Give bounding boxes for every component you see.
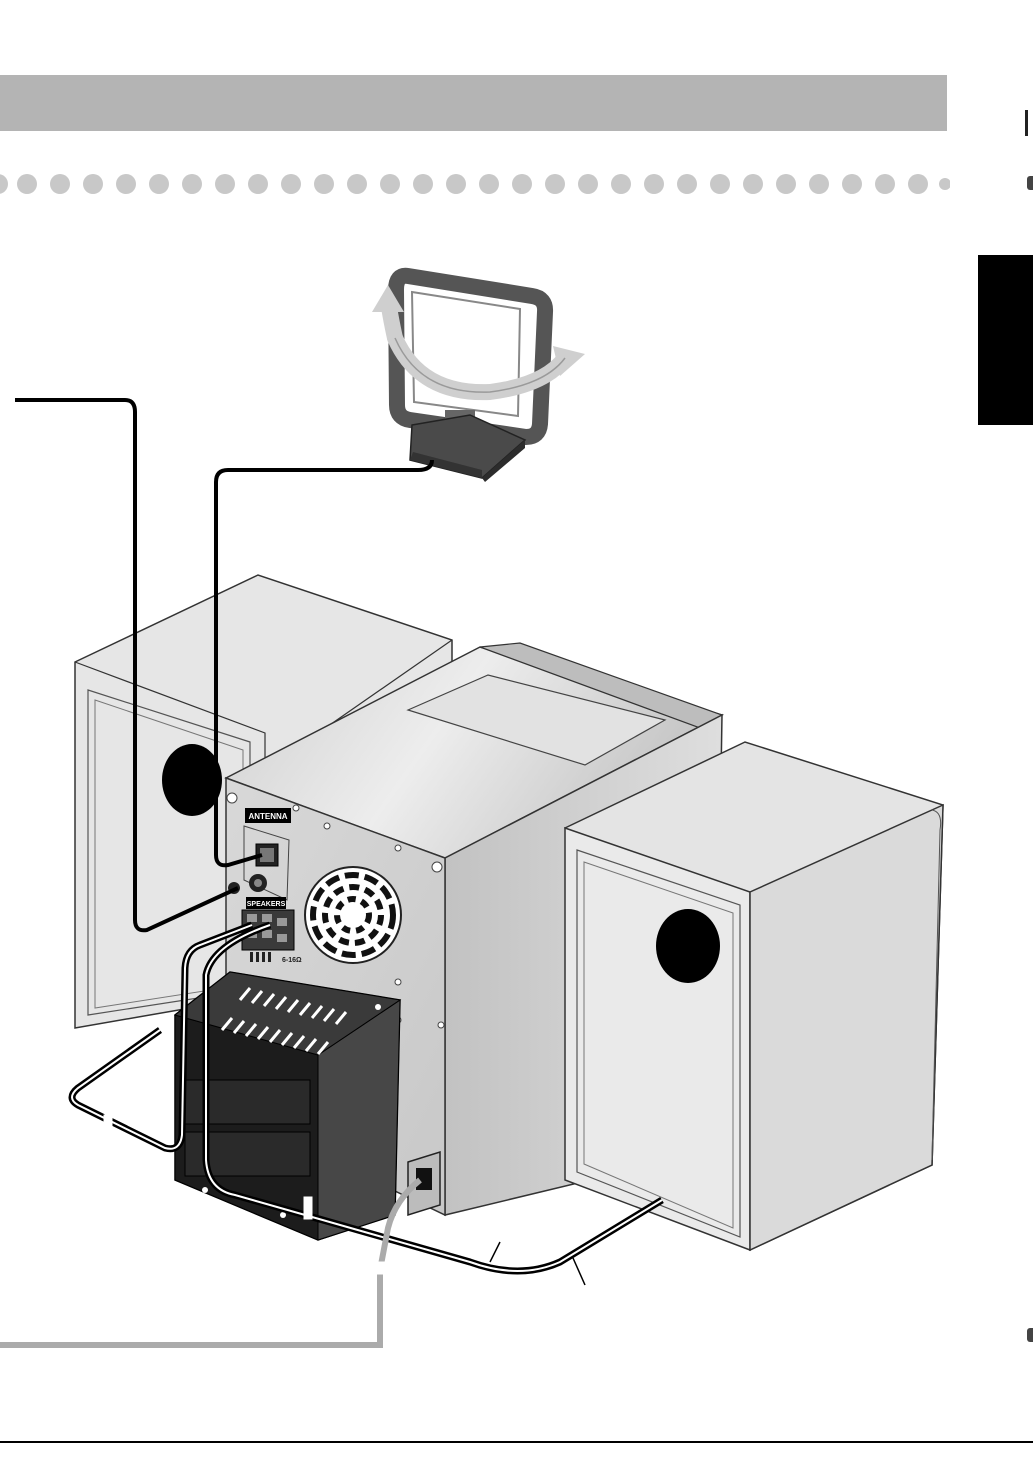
cooling-fan-icon — [305, 867, 401, 963]
antenna-label: ANTENNA — [248, 812, 287, 821]
impedance-label: 6-16Ω — [282, 957, 302, 964]
right-speaker — [565, 742, 943, 1250]
speakers-label: SPEAKERS — [247, 901, 286, 908]
